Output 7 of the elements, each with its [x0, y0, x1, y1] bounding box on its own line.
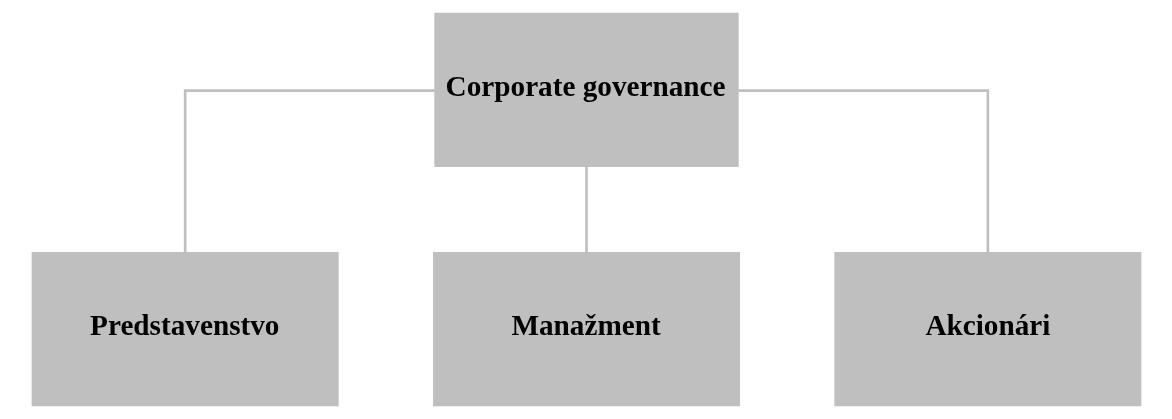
- node-box: Akcionári: [833, 252, 1141, 407]
- connector: [584, 166, 588, 253]
- node-box: Corporate governance: [433, 12, 739, 167]
- connector: [183, 89, 435, 253]
- node-box: Manažment: [432, 252, 740, 407]
- node-box: Predstavenstvo: [31, 252, 339, 407]
- connector: [737, 89, 989, 253]
